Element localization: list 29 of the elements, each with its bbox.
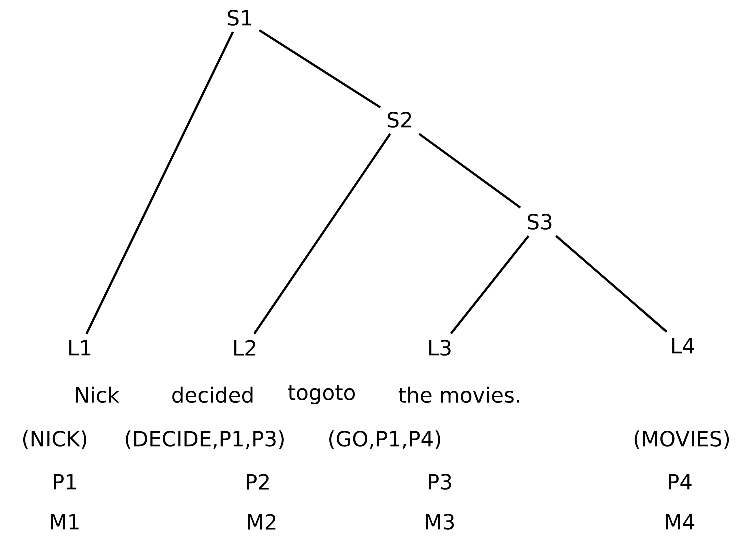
node-label: S3	[528, 214, 552, 230]
label: (MOVIES)	[634, 430, 730, 450]
label: (NICK)	[23, 430, 87, 450]
label: (GO,P1,P4)	[330, 430, 440, 450]
tree-branch	[450, 235, 530, 335]
label: the movies.	[398, 386, 520, 404]
node-label: L1	[70, 340, 91, 356]
label: P2	[247, 474, 269, 490]
label: togoto	[288, 385, 356, 405]
label: M2	[248, 514, 276, 530]
node-label: L2	[234, 340, 256, 356]
node-label: L4	[672, 338, 694, 354]
tree-branch	[556, 235, 668, 333]
label: Nick	[76, 386, 120, 404]
label: M1	[51, 514, 79, 530]
label: decided	[172, 386, 253, 404]
label: M4	[666, 514, 695, 530]
label: P3	[429, 474, 452, 490]
node-label: S1	[228, 10, 252, 26]
label: M3	[426, 514, 454, 530]
tree-branch	[258, 30, 382, 108]
label: P1	[54, 474, 76, 490]
node-label: S2	[388, 112, 412, 128]
tree-branch	[86, 32, 234, 335]
tree-branch	[418, 133, 522, 209]
label: (DECIDE,P1,P3)	[126, 430, 284, 450]
label: P4	[669, 474, 692, 490]
node-label: L3	[430, 340, 451, 356]
tree-branch	[254, 134, 392, 335]
